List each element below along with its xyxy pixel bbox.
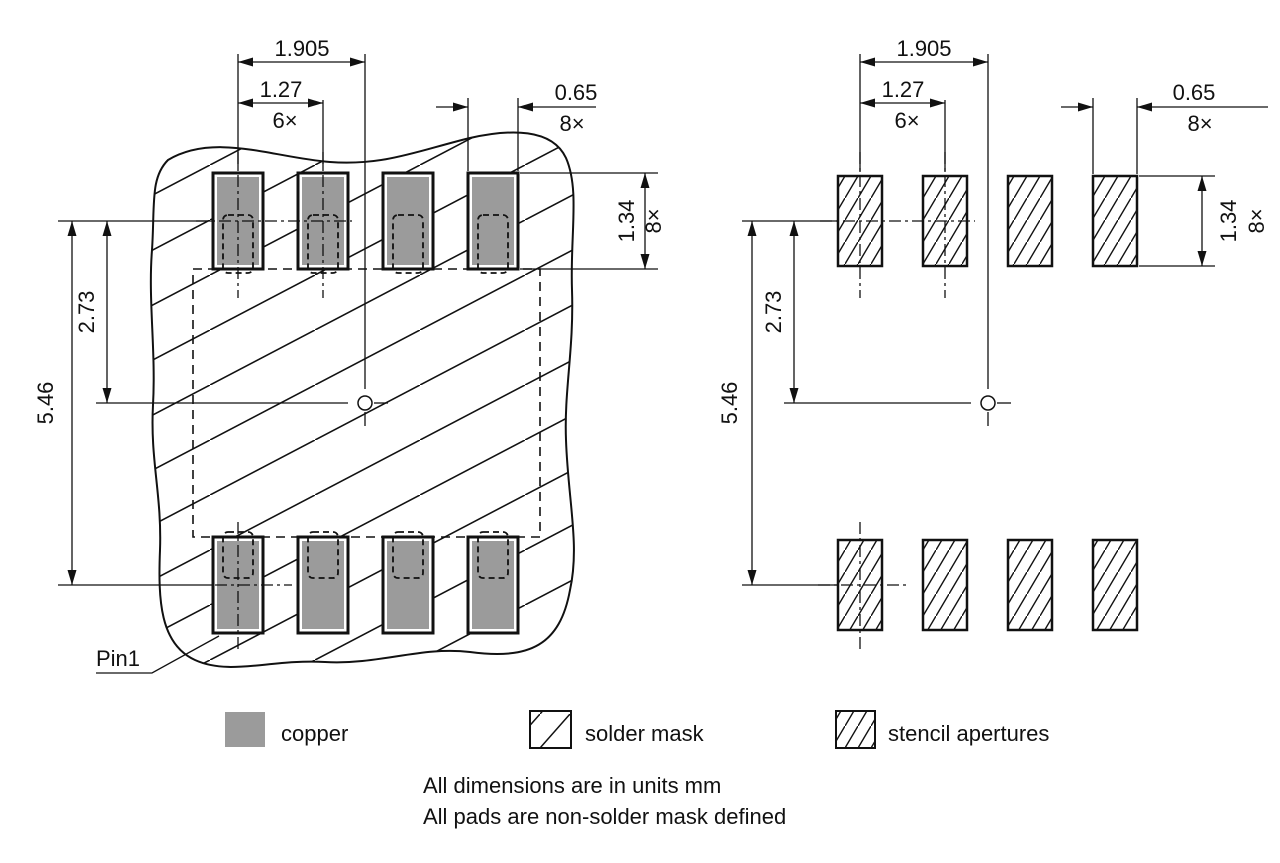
dim-pad-pitch-left: 1.27 6× xyxy=(238,77,324,168)
lead-outline xyxy=(392,214,424,274)
note-pad-definition: All pads are non-solder mask defined xyxy=(423,804,786,829)
centerlines xyxy=(818,152,975,650)
copper-pad-6 xyxy=(381,531,435,635)
stencil-aperture-7 xyxy=(1006,538,1054,632)
dim-label: 1.34 xyxy=(1216,200,1241,243)
drawing-notes: All dimensions are in units mm All pads … xyxy=(423,773,786,829)
lead-outline xyxy=(307,531,339,579)
dim-count-label: 8× xyxy=(1244,208,1269,233)
legend-label: stencil apertures xyxy=(888,721,1049,746)
note-units: All dimensions are in units mm xyxy=(423,773,721,798)
dim-row-pitch-left: 1.905 xyxy=(237,36,365,168)
dim-vertical-right: 5.46 2.73 xyxy=(717,220,838,586)
centerlines xyxy=(196,152,352,650)
pin1-label: Pin1 xyxy=(96,646,140,671)
stencil-aperture-6 xyxy=(921,538,969,632)
copper-mask-view: 1.905 1.27 6× 0.65 8× 1.34 8× xyxy=(33,36,666,674)
stencil-aperture-4 xyxy=(1091,174,1139,268)
copper-pad-5 xyxy=(466,531,520,635)
dim-row-pitch-right: 1.905 xyxy=(859,36,988,172)
dim-label: 1.27 xyxy=(882,77,925,102)
lead-outline xyxy=(392,531,424,579)
dim-pad-width-left: 0.65 8× xyxy=(436,80,597,171)
dim-pad-width-right: 0.65 8× xyxy=(1061,80,1268,174)
dim-label: 0.65 xyxy=(555,80,598,105)
legend: copper solder mask stencil apertures xyxy=(225,710,1049,749)
copper-pad-7 xyxy=(296,531,350,635)
origin-marker-icon xyxy=(784,54,1011,426)
dim-count-label: 8× xyxy=(559,111,584,136)
dim-label: 1.905 xyxy=(896,36,951,61)
dim-label: 1.27 xyxy=(260,77,303,102)
solder-mask-swatch-icon xyxy=(529,710,572,749)
legend-item-solder-mask: solder mask xyxy=(529,710,705,749)
dim-pad-height-right: 1.34 8× xyxy=(1139,175,1269,267)
stencil-aperture-8 xyxy=(1091,538,1139,632)
dim-count-label: 6× xyxy=(894,108,919,133)
stencil-view: 1.905 1.27 6× 0.65 8× 1.34 8× xyxy=(717,36,1269,650)
dim-label: 1.34 xyxy=(614,200,639,243)
lead-outline xyxy=(477,531,509,579)
dim-vertical-left: 5.46 2.73 xyxy=(33,220,213,586)
legend-item-stencil: stencil apertures xyxy=(835,710,1049,749)
lead-outline xyxy=(477,214,509,274)
legend-label: solder mask xyxy=(585,721,705,746)
stencil-aperture-3 xyxy=(1006,174,1054,268)
dim-label: 2.73 xyxy=(74,291,99,334)
dim-count-label: 8× xyxy=(641,208,666,233)
stencil-swatch-icon xyxy=(835,710,876,749)
legend-item-copper: copper xyxy=(225,712,348,747)
copper-pad-3 xyxy=(381,171,435,274)
dim-label: 5.46 xyxy=(717,382,742,425)
copper-swatch-icon xyxy=(225,712,265,747)
copper-pad-4 xyxy=(466,171,520,274)
origin-marker-icon xyxy=(96,54,388,426)
dim-label: 2.73 xyxy=(761,291,786,334)
dim-label: 0.65 xyxy=(1173,80,1216,105)
dim-label: 1.905 xyxy=(274,36,329,61)
legend-label: copper xyxy=(281,721,348,746)
dim-pad-height-left: 1.34 8× xyxy=(520,172,666,270)
dim-count-label: 8× xyxy=(1187,111,1212,136)
dim-count-label: 6× xyxy=(272,108,297,133)
dim-label: 5.46 xyxy=(33,382,58,425)
dim-pad-pitch-right: 1.27 6× xyxy=(860,77,946,172)
pin1-callout: Pin1 xyxy=(96,635,220,674)
pin1-leader-line xyxy=(96,635,220,674)
